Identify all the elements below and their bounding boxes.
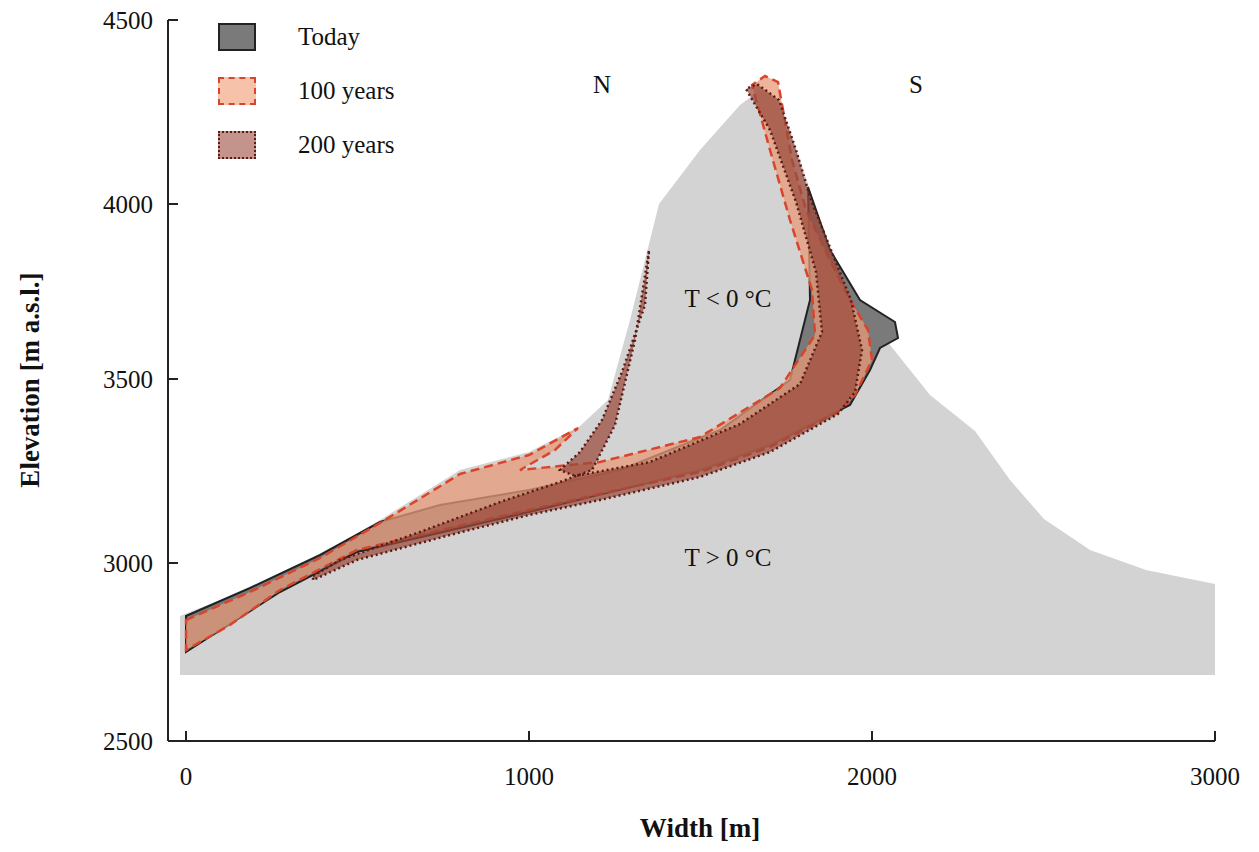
tick-label: 1000 [504,764,554,789]
aspect-label: S [909,72,923,97]
axis-title: Elevation [m a.s.l.] [17,272,44,487]
permafrost-200-years [313,84,862,580]
tick [185,731,187,741]
legend-entry: 100 years [218,77,395,105]
legend-swatch [218,23,256,51]
tick [528,731,530,741]
tick [168,378,178,380]
tick [1214,731,1216,741]
temperature-label: T > 0 °C [685,545,772,570]
tick-label: 3000 [1190,764,1240,789]
axis-title: Width [m] [640,815,760,842]
tick-label: 2500 [103,729,153,754]
legend-text: 100 years [298,77,395,105]
legend-text: Today [298,23,360,51]
tick [871,731,873,741]
tick-label: 0 [180,764,193,789]
tick-label: 3000 [103,551,153,576]
tick [168,203,178,205]
temperature-label: T < 0 °C [685,286,772,311]
mountain-rock [180,90,1215,675]
axes [168,20,1215,741]
tick-label: 2000 [847,764,897,789]
tick-label: 3500 [103,367,153,392]
legend-swatch [218,131,256,159]
legend-text: 200 years [298,131,395,159]
tick-label: 4000 [103,192,153,217]
tick [168,740,178,742]
tick-label: 4500 [103,8,153,33]
tick [168,562,178,564]
permafrost-100-years [186,76,872,650]
tick [168,19,178,21]
aspect-label: N [593,72,611,97]
y-axis [167,20,169,741]
legend-entry: Today [218,23,360,51]
x-axis [168,740,1215,742]
legend-entry: 200 years [218,131,395,159]
legend-swatch [218,77,256,105]
